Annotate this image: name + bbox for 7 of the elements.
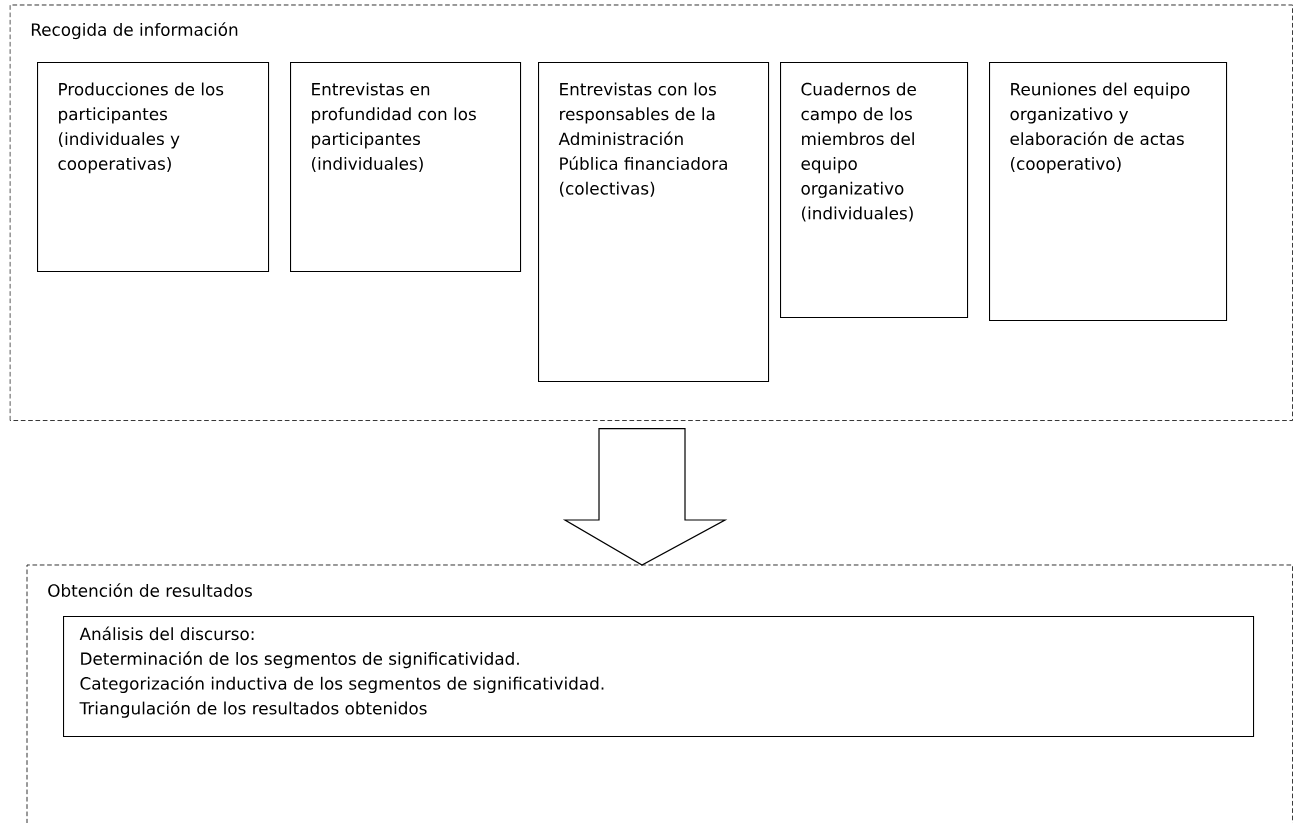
text-box: Producciones de los participantes (individuales y cooperativas)	[37, 62, 270, 273]
text-box: Entrevistas en profundidad con los participantes (individuales)	[290, 62, 522, 273]
block-arrow	[562, 427, 728, 566]
text-box: Análisis del discurso: Determinación de los segmentos de significatividad. Categorización inductiva de los segmentos de significatividad. Triangulación de los resultados obtenidos	[63, 616, 1255, 738]
text-box: Entrevistas con los responsables de la Administración Pública financiadora (colectivas)	[538, 62, 770, 383]
text-box: Cuadernos de campo de los miembros del equipo organizativo (individuales)	[780, 62, 969, 319]
text-box: Reuniones del equipo organizativo y elaboración de actas (cooperativo)	[989, 62, 1228, 322]
